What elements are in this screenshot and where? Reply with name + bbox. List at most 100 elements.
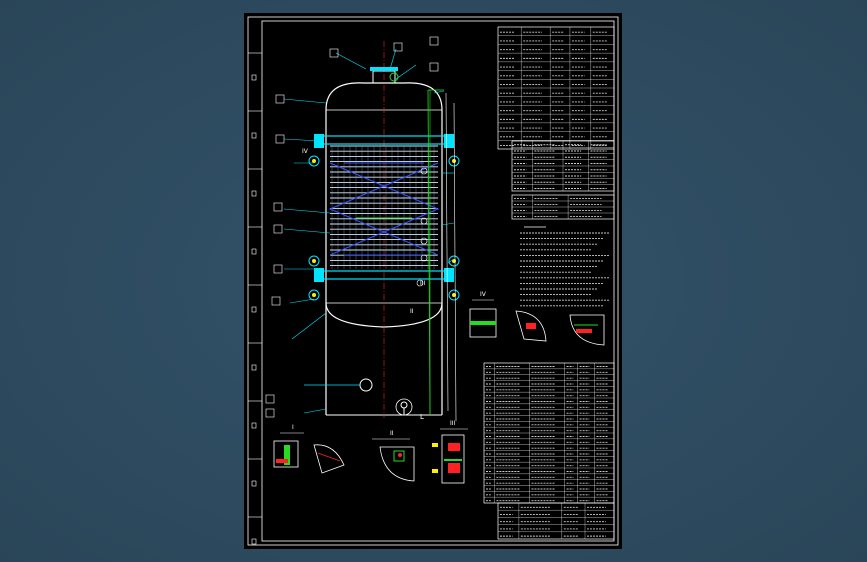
baffle-path-b xyxy=(328,162,439,256)
detail-v-body xyxy=(515,310,547,342)
baffles xyxy=(328,162,440,256)
detail-vi-body xyxy=(569,314,605,346)
dim-line-1 xyxy=(445,92,449,412)
right-piping: L xyxy=(395,89,457,422)
zone-letter xyxy=(251,480,257,487)
callout-leader xyxy=(283,208,331,214)
zone-letter xyxy=(251,74,257,81)
detail-iv-weld xyxy=(470,321,496,325)
tube-bundle xyxy=(330,145,438,269)
callout-iii-label: III xyxy=(420,280,426,287)
side-nozzle xyxy=(308,155,320,167)
callout-tag xyxy=(429,62,439,72)
lower-flange-left xyxy=(314,268,324,282)
detail-ii-title: II xyxy=(390,430,394,437)
zone-letter xyxy=(251,132,257,139)
detail-iii-note-1 xyxy=(432,443,438,447)
callout-tag xyxy=(393,42,403,52)
zone-letter xyxy=(251,422,257,429)
detail-i-weld xyxy=(284,445,290,465)
side-nozzle xyxy=(308,289,320,301)
callout-tag xyxy=(265,394,275,404)
callout-balloon xyxy=(420,167,428,175)
zone-letter xyxy=(251,248,257,255)
detail-vi-gasket xyxy=(576,329,592,333)
dim-line-2 xyxy=(453,102,457,422)
side-nozzle xyxy=(448,289,460,301)
side-nozzle xyxy=(448,255,460,267)
callout-tag xyxy=(273,202,283,212)
detail-i-cut xyxy=(317,452,341,462)
design-data-table xyxy=(497,26,615,150)
detail-ii-weld xyxy=(393,450,405,462)
callout-iv-label: IV xyxy=(302,148,309,155)
zone-letter xyxy=(251,364,257,371)
callout-leader xyxy=(395,64,417,80)
callout-balloon xyxy=(420,217,428,225)
upper-flange-right xyxy=(444,134,454,148)
inner-frame xyxy=(261,20,615,542)
callout-tag xyxy=(329,48,339,58)
side-nozzle-core xyxy=(312,159,316,163)
side-nozzle xyxy=(308,255,320,267)
pipe-riser xyxy=(427,89,431,416)
callout-tag xyxy=(275,94,285,104)
detail-iii-gasket-1 xyxy=(448,443,460,451)
callout-leader xyxy=(283,228,331,234)
zone-marks xyxy=(248,52,262,545)
detail-iii-body xyxy=(441,434,465,484)
detail-iii-gasket-2 xyxy=(448,463,460,473)
side-nozzle xyxy=(448,155,460,167)
callout-leader xyxy=(291,312,327,340)
parts-list-table xyxy=(483,362,615,504)
callout-leader xyxy=(283,138,321,142)
callout-tag xyxy=(265,408,275,418)
callout-leader xyxy=(283,98,327,104)
side-nozzle-core xyxy=(312,293,316,297)
drain-nozzle xyxy=(400,401,408,409)
detail-i-gasket xyxy=(276,459,288,463)
callout-leader xyxy=(433,90,445,94)
top-vent xyxy=(389,72,399,82)
callout-tag xyxy=(429,36,439,46)
callout-balloon xyxy=(420,254,428,262)
detail-v-gasket xyxy=(526,323,536,329)
detail-iv-title: IV xyxy=(480,291,487,298)
callout-leader xyxy=(441,222,455,226)
detail-iii-note-2 xyxy=(432,469,438,473)
standards-table xyxy=(511,194,615,220)
lower-flange-right xyxy=(444,268,454,282)
side-nozzle-core xyxy=(312,259,316,263)
leader-lines xyxy=(283,48,455,414)
callout-ii-label: II xyxy=(410,308,414,315)
callout-leader xyxy=(389,48,397,70)
technical-notes xyxy=(520,226,610,307)
zone-letter xyxy=(251,538,257,545)
detail-i-section xyxy=(313,444,345,474)
callout-l-circle xyxy=(395,398,413,416)
callout-tags xyxy=(265,36,439,418)
specification-tables xyxy=(483,26,615,540)
vessel xyxy=(304,41,460,418)
detail-i-title: I xyxy=(292,424,294,431)
zone-letter xyxy=(251,306,257,313)
top-nozzle-flange xyxy=(370,67,398,71)
detail-ii-mark xyxy=(398,453,402,457)
nozzle-table xyxy=(511,140,615,192)
callout-l-label: L xyxy=(420,413,424,421)
side-nozzles xyxy=(308,155,460,301)
detail-iii-weld xyxy=(444,459,462,461)
zone-letter xyxy=(251,190,257,197)
title-block xyxy=(497,502,615,540)
callout-tag xyxy=(273,224,283,234)
detail-views: I II III xyxy=(273,291,605,484)
drawing-svg: L IV III II I II xyxy=(247,16,619,546)
detail-i-body xyxy=(273,440,299,468)
callout-tag xyxy=(271,296,281,306)
callout-leader xyxy=(447,258,455,264)
callout-leader xyxy=(303,408,327,414)
detail-iii-title: III xyxy=(450,420,456,427)
callout-leader xyxy=(335,52,367,70)
callout-leader xyxy=(289,298,315,304)
